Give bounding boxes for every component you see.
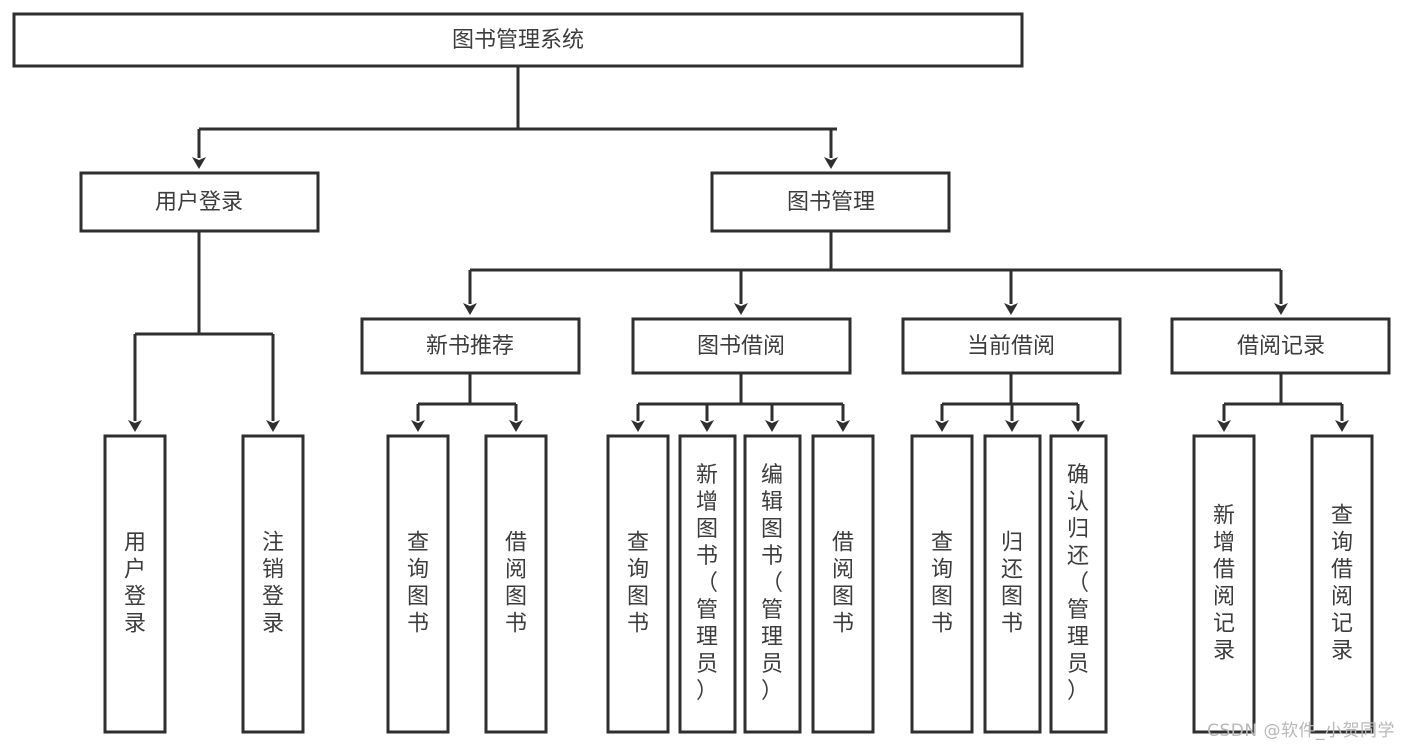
node-current-borrow-label: 当前借阅: [967, 334, 1055, 359]
node-current-borrow-box[interactable]: [901, 317, 1122, 375]
node-new-book-recommend-box[interactable]: [360, 317, 581, 375]
connector-group-borrow-record-to-leaves: [1217, 373, 1349, 432]
node-leaf-user-login[interactable]: 用户登录: [103, 434, 167, 734]
node-leaf-query-book-recommend-box[interactable]: [386, 434, 450, 734]
node-leaf-query-book-recommend[interactable]: 查询图书: [386, 434, 450, 734]
csdn-watermark: CSDN @软件_小贺同学: [1207, 721, 1395, 741]
node-leaf-logout-login[interactable]: 注销登录: [241, 434, 305, 734]
node-leaf-query-book-borrow-label: 查询图书: [627, 531, 649, 637]
node-leaf-query-book-current-label: 查询图书: [931, 531, 953, 637]
node-leaf-query-borrow-record-label: 查询借阅记录: [1331, 504, 1353, 664]
node-leaf-query-book-current[interactable]: 查询图书: [910, 434, 974, 734]
node-book-manage-box[interactable]: [710, 171, 951, 233]
node-leaf-user-login-label: 用户登录: [124, 531, 146, 637]
node-leaf-confirm-return-admin[interactable]: 确认归还（管理员）: [1049, 434, 1108, 734]
node-leaf-confirm-return-admin-label: 确认归还（管理员）: [1067, 463, 1089, 704]
node-root-box[interactable]: [12, 12, 1024, 68]
node-borrow-record-box[interactable]: [1170, 317, 1391, 375]
node-leaf-edit-book-admin-label: 编辑图书（管理员）: [761, 463, 783, 704]
node-leaf-add-book-admin-box[interactable]: [678, 434, 737, 734]
node-book-manage[interactable]: 图书管理: [710, 171, 951, 233]
node-borrow-record-label: 借阅记录: [1237, 334, 1325, 359]
node-book-borrow-label: 图书借阅: [697, 334, 785, 359]
node-leaf-user-login-box[interactable]: [103, 434, 167, 734]
node-leaf-borrow-book-recommend-label: 借阅图书: [505, 531, 527, 637]
connector-group-new-book-recommend-to-leaves: [411, 373, 523, 432]
node-user-login-label: 用户登录: [155, 190, 243, 215]
node-user-login[interactable]: 用户登录: [79, 171, 320, 233]
node-leaf-add-book-admin[interactable]: 新增图书（管理员）: [678, 434, 737, 734]
node-leaf-add-borrow-record-label: 新增借阅记录: [1213, 504, 1235, 664]
node-leaf-query-book-current-box[interactable]: [910, 434, 974, 734]
node-current-borrow[interactable]: 当前借阅: [901, 317, 1122, 375]
node-leaf-borrow-book-box[interactable]: [811, 434, 875, 734]
node-book-borrow-box[interactable]: [631, 317, 852, 375]
node-book-borrow[interactable]: 图书借阅: [631, 317, 852, 375]
node-leaf-query-borrow-record[interactable]: 查询借阅记录: [1310, 434, 1374, 734]
node-leaf-borrow-book-recommend[interactable]: 借阅图书: [484, 434, 548, 734]
node-leaf-edit-book-admin-box[interactable]: [743, 434, 802, 734]
node-root-label: 图书管理系统: [452, 28, 584, 53]
node-leaf-logout-login-label: 注销登录: [262, 531, 284, 637]
connector-group-book-borrow-to-leaves: [631, 373, 850, 432]
node-leaf-return-book-box[interactable]: [983, 434, 1042, 734]
node-leaf-borrow-book-recommend-box[interactable]: [484, 434, 548, 734]
connector-group-current-borrow-to-leaves: [935, 373, 1085, 432]
node-leaf-add-borrow-record-box[interactable]: [1192, 434, 1256, 734]
connector-group-user-login-to-leaves: [128, 231, 280, 432]
node-leaf-confirm-return-admin-box[interactable]: [1049, 434, 1108, 734]
node-new-book-recommend-label: 新书推荐: [426, 334, 514, 359]
node-leaf-query-book-recommend-label: 查询图书: [407, 531, 429, 637]
node-root[interactable]: 图书管理系统: [12, 12, 1024, 68]
node-leaf-logout-login-box[interactable]: [241, 434, 305, 734]
node-leaf-borrow-book[interactable]: 借阅图书: [811, 434, 875, 734]
node-leaf-add-borrow-record[interactable]: 新增借阅记录: [1192, 434, 1256, 734]
node-leaf-query-borrow-record-box[interactable]: [1310, 434, 1374, 734]
node-leaf-query-book-borrow[interactable]: 查询图书: [606, 434, 670, 734]
node-book-manage-label: 图书管理: [787, 190, 875, 215]
node-leaf-borrow-book-label: 借阅图书: [832, 531, 854, 637]
node-new-book-recommend[interactable]: 新书推荐: [360, 317, 581, 375]
node-leaf-query-book-borrow-box[interactable]: [606, 434, 670, 734]
node-leaf-return-book-label: 归还图书: [1001, 531, 1023, 637]
node-borrow-record[interactable]: 借阅记录: [1170, 317, 1391, 375]
node-user-login-box[interactable]: [79, 171, 320, 233]
node-leaf-add-book-admin-label: 新增图书（管理员）: [696, 463, 718, 704]
node-leaf-return-book[interactable]: 归还图书: [983, 434, 1042, 734]
node-leaf-edit-book-admin[interactable]: 编辑图书（管理员）: [743, 434, 802, 734]
connector-group-book-manage-to-level3: [463, 231, 1288, 315]
connector-group-root-to-level2: [192, 66, 838, 169]
